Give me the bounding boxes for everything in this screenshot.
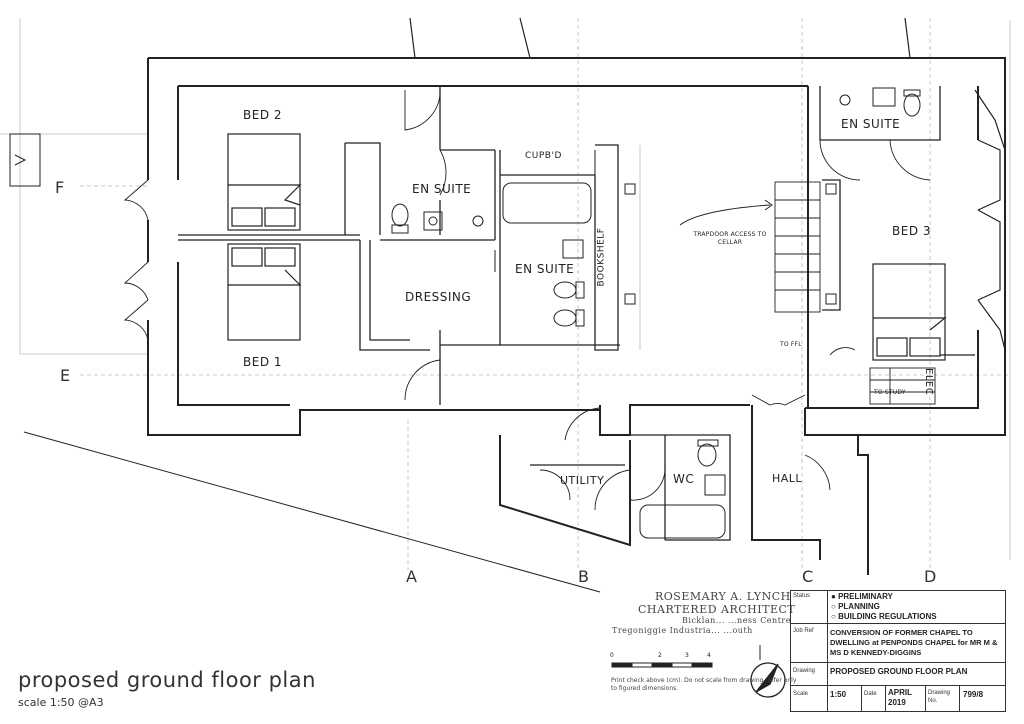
architect-name: ROSEMARY A. LYNCH xyxy=(655,590,791,603)
scale-bar xyxy=(611,662,713,668)
architect-title: CHARTERED ARCHITECT xyxy=(638,603,796,616)
scale-bar-label-0: 0 xyxy=(610,652,615,659)
scale-label: Scale xyxy=(793,691,809,697)
status-label: Status xyxy=(793,593,811,599)
gridline-d: D xyxy=(924,567,937,586)
drawing-no-label: Drawing No. xyxy=(928,690,951,704)
room-label-ensuite-a: EN SUITE xyxy=(412,182,472,196)
status-option-planning: ○ PLANNING xyxy=(831,602,880,611)
scale-note: scale 1:50 @A3 xyxy=(18,696,104,709)
north-arrow-icon xyxy=(750,662,786,698)
status-option-building-regulations: ○ BUILDING REGULATIONS xyxy=(831,612,937,621)
date-value: APRIL 2019 xyxy=(888,688,912,707)
note-elec: ELEC xyxy=(923,368,934,396)
jobref-label: Job Ref xyxy=(793,628,814,634)
beds xyxy=(227,133,947,361)
room-label-wc: WC xyxy=(673,472,695,486)
interior-walls xyxy=(178,86,975,541)
note-to-study: TO STUDY xyxy=(874,389,906,396)
room-label-utility: UTILITY xyxy=(560,474,605,487)
gridline-a: A xyxy=(406,567,417,586)
title-block-drawing-row: Drawing PROPOSED GROUND FLOOR PLAN xyxy=(791,663,1005,686)
misc-details xyxy=(9,133,837,660)
note-to-ffl: TO FFL xyxy=(780,341,802,348)
room-label-dressing: DRESSING xyxy=(405,290,472,304)
sanitary-fittings xyxy=(391,87,921,539)
print-note: Print check above (cm). Do not scale fro… xyxy=(611,677,797,692)
scale-bar-label-2: 2 xyxy=(658,652,663,659)
room-label-bookshelf: BOOKSHELF xyxy=(596,227,607,287)
note-trapdoor: TRAPDOOR ACCESS TO CELLAR xyxy=(693,231,767,246)
room-label-bed1: BED 1 xyxy=(243,355,283,369)
room-label-bed3: BED 3 xyxy=(892,224,932,238)
room-label-bed2: BED 2 xyxy=(243,108,283,122)
bay-windows xyxy=(409,17,1006,351)
title-block: Status ● PRELIMINARY ○ PLANNING ○ BUILDI… xyxy=(790,590,1006,712)
doors xyxy=(123,90,931,511)
room-label-hall: HALL xyxy=(772,472,803,485)
construction-lines xyxy=(0,18,1011,570)
architect-address-2: Tregoniggie Industria... ...outh xyxy=(612,626,753,635)
drawing-no-value: 799/8 xyxy=(963,690,984,699)
title-block-status-row: Status ● PRELIMINARY ○ PLANNING ○ BUILDI… xyxy=(791,591,1005,624)
job-description: CONVERSION OF FORMER CHAPEL TO DWELLING … xyxy=(830,628,998,657)
room-label-ensuite-c: EN SUITE xyxy=(841,117,901,131)
drawing-name: PROPOSED GROUND FLOOR PLAN xyxy=(830,667,968,676)
gridline-f: F xyxy=(55,178,65,197)
gridline-e: E xyxy=(60,366,71,385)
scale-bar-label-3: 3 xyxy=(685,652,690,659)
drawing-title: proposed ground floor plan xyxy=(18,668,316,692)
drawing-label: Drawing xyxy=(793,668,816,674)
architect-address-1: Bicklan... ...ness Centre xyxy=(682,616,791,625)
gridline-b: B xyxy=(578,567,589,586)
room-label-ensuite-b: EN SUITE xyxy=(515,262,575,276)
gridline-c: C xyxy=(802,567,814,586)
room-label-cupboard: CUPB'D xyxy=(525,151,562,161)
scale-value: 1:50 xyxy=(830,690,847,699)
scale-bar-label-4: 4 xyxy=(707,652,712,659)
title-block-jobref-row: Job Ref CONVERSION OF FORMER CHAPEL TO D… xyxy=(791,624,1005,663)
status-option-preliminary: ● PRELIMINARY xyxy=(831,592,893,601)
stairs xyxy=(774,181,936,405)
status-options: ● PRELIMINARY ○ PLANNING ○ BUILDING REGU… xyxy=(831,592,937,622)
title-block-footer-row: Scale 1:50 Date APRIL 2019 Drawing No. 7… xyxy=(791,686,1005,711)
date-label: Date xyxy=(864,691,877,697)
